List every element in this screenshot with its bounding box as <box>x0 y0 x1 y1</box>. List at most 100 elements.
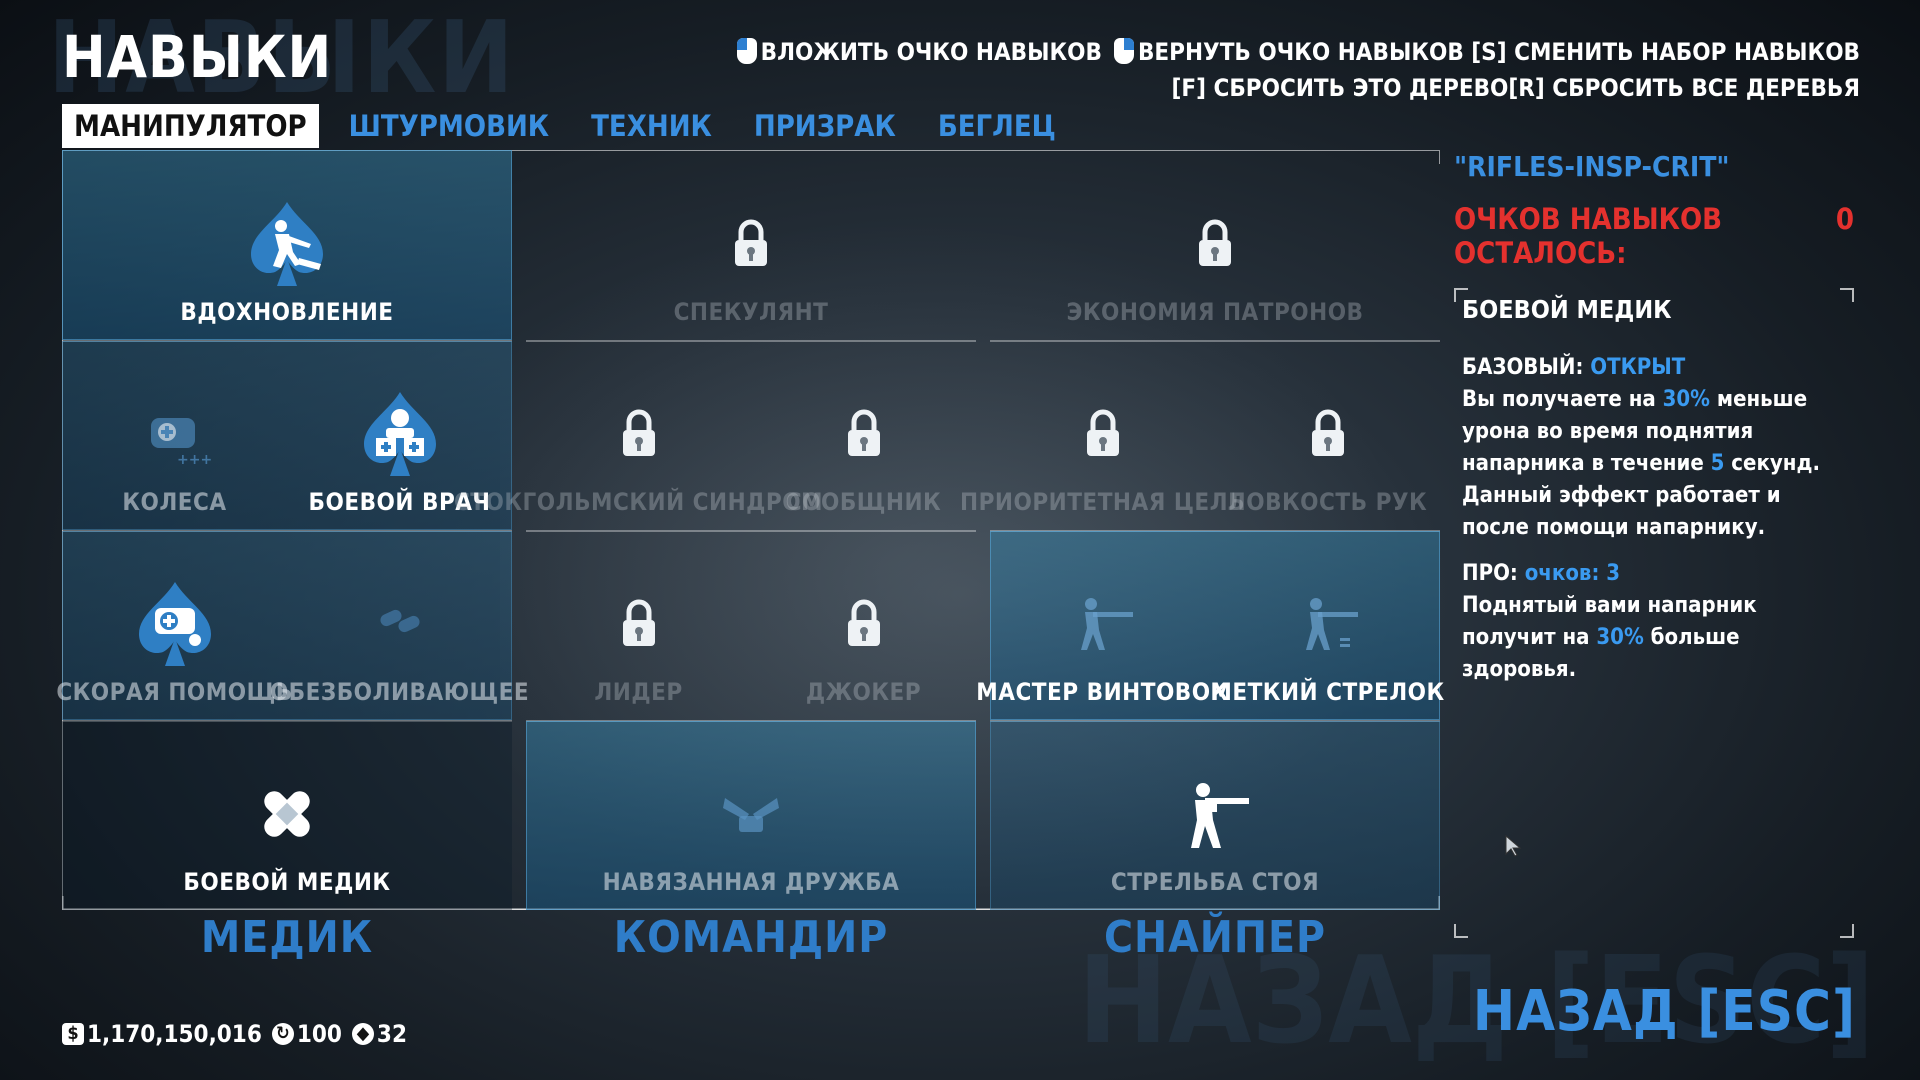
reset-all-hint[interactable]: [R] СБРОСИТЬ ВСЕ ДЕРЕВЬЯ <box>1508 74 1860 102</box>
skill-name: БОЕВОЙ МЕДИК <box>183 868 391 896</box>
skill-name: ЛОВКОСТЬ РУК <box>1227 488 1428 516</box>
tree-label-sharpshooter: СНАЙПЕР <box>1103 912 1327 963</box>
skill-combat-doctor[interactable]: БОЕВОЙ ВРАЧ <box>287 341 512 530</box>
pro-description: Поднятый вами напарник получит на 30% бо… <box>1462 590 1854 686</box>
lock-icon <box>818 578 910 670</box>
lock-icon <box>1169 198 1261 290</box>
tree-controller: СПЕКУЛЯНТ СТОКГОЛЬМСКИЙ СИНДРОМ СООБЩНИК… <box>454 150 976 910</box>
bandage-icon <box>241 768 333 860</box>
svg-text:+++: +++ <box>177 452 212 468</box>
skill-name: ВДОХНОВЛЕНИЕ <box>180 298 394 326</box>
skill-name: МЕТКИЙ СТРЕЛОК <box>1210 678 1445 706</box>
skill-trees-area: ВДОХНОВЛЕНИЕ +++ КОЛЕСА <box>56 150 1444 963</box>
mouse-cursor-icon <box>1505 834 1522 857</box>
controls-row-2: [F] СБРОСИТЬ ЭТО ДЕРЕВО[R] СБРОСИТЬ ВСЕ … <box>725 70 1861 106</box>
combat-doctor-icon <box>354 388 446 480</box>
painkiller-icon <box>354 578 446 670</box>
skill-name: НАВЯЗАННАЯ ДРУЖБА <box>602 868 900 896</box>
forced-friendship-icon <box>705 768 797 860</box>
money-value: 1,170,150,016 <box>87 1020 262 1048</box>
skill-name: СООБЩНИК <box>785 488 942 516</box>
skill-marksman[interactable]: МЕТКИЙ СТРЕЛОК <box>1210 531 1444 720</box>
tier-3-bg <box>990 531 1440 720</box>
tab-fugitive[interactable]: БЕГЛЕЦ <box>937 109 1056 143</box>
tier-divider <box>526 340 976 342</box>
wheels-icon: +++ <box>129 388 221 480</box>
lock-icon <box>818 388 910 480</box>
skill-name: ЛИДЕР <box>594 678 683 706</box>
skill-ammo-efficiency[interactable]: ЭКОНОМИЯ ПАТРОНОВ <box>990 150 1440 340</box>
basic-header: БАЗОВЫЙ: ОТКРЫТ <box>1462 352 1854 384</box>
skill-priority-target[interactable]: ПРИОРИТЕТНАЯ ЦЕЛЬ <box>960 341 1245 530</box>
skill-joker[interactable]: ДЖОКЕР <box>751 531 976 720</box>
page-title: НАВЫКИ <box>62 23 333 91</box>
skill-name: СКОРАЯ ПОМОЩЬ <box>56 678 293 706</box>
skill-class-tabs: МАНИПУЛЯТОР ШТУРМОВИК ТЕХНИК ПРИЗРАК БЕГ… <box>62 104 1086 148</box>
pro-cost: очков: 3 <box>1524 561 1621 586</box>
build-name: "RIFLES-INSP-CRIT" <box>1454 150 1730 183</box>
skill-partner[interactable]: СООБЩНИК <box>751 341 976 530</box>
refund-point-hint[interactable]: ВЕРНУТЬ ОЧКО НАВЫКОВ <box>1137 38 1464 66</box>
skill-leader[interactable]: ЛИДЕР <box>526 531 751 720</box>
skill-sleight-of-hand[interactable]: ЛОВКОСТЬ РУК <box>1215 341 1440 530</box>
skill-name: ОБЕЗБОЛИВАЮЩЕЕ <box>269 678 530 706</box>
tier-divider <box>990 720 1440 722</box>
tier-2-bg <box>62 341 512 530</box>
lock-icon <box>593 578 685 670</box>
frame-corner <box>1454 924 1468 938</box>
invest-point-hint[interactable]: ВЛОЖИТЬ ОЧКО НАВЫКОВ <box>760 38 1102 66</box>
lock-icon <box>705 198 797 290</box>
dollar-icon: $ <box>62 1023 84 1045</box>
skill-stockholm[interactable]: СТОКГОЛЬМСКИЙ СИНДРОМ <box>454 341 823 530</box>
basic-text-2: меньше урона во время поднятия напарника… <box>1462 387 1808 476</box>
mouse-left-icon <box>736 38 757 64</box>
sharpshooter-icon <box>1282 578 1374 670</box>
inspire-icon <box>241 198 333 290</box>
skill-painkiller[interactable]: ОБЕЗБОЛИВАЮЩЕЕ <box>270 531 529 720</box>
skill-name: СПЕКУЛЯНТ <box>673 298 829 326</box>
mouse-right-icon <box>1113 38 1134 64</box>
basic-description: Вы получаете на 30% меньше урона во врем… <box>1462 384 1854 544</box>
back-button[interactable]: НАЗАД [ESC] <box>1472 979 1856 1044</box>
points-value: 0 <box>1835 202 1854 236</box>
skill-combat-medic[interactable]: БОЕВОЙ МЕДИК <box>62 721 512 910</box>
basic-text-3: секунд. Данный эффект работает и после п… <box>1462 451 1820 540</box>
skill-title: БОЕВОЙ МЕДИК <box>1462 295 1672 324</box>
tree-label-medic: МЕДИК <box>200 912 374 963</box>
tree-label-controller: КОМАНДИР <box>613 912 889 963</box>
first-aid-icon <box>129 578 221 670</box>
pro-pct: 30% <box>1596 625 1644 650</box>
basic-status: ОТКРЫТ <box>1590 355 1686 380</box>
skill-inspire[interactable]: ВДОХНОВЛЕНИЕ <box>62 150 512 340</box>
skill-dealer[interactable]: СПЕКУЛЯНТ <box>526 150 976 340</box>
points-count: 32 <box>376 1020 407 1048</box>
lock-icon <box>593 388 685 480</box>
frame-corner <box>1840 288 1854 302</box>
controls-row-1: ВЛОЖИТЬ ОЧКО НАВЫКОВ ВЕРНУТЬ ОЧКО НАВЫКОВ… <box>725 34 1860 70</box>
rifleman-icon <box>1057 578 1149 670</box>
skill-stable-shot[interactable]: СТРЕЛЬБА СТОЯ <box>990 721 1440 910</box>
skill-forced-friendship[interactable]: НАВЯЗАННАЯ ДРУЖБА <box>526 721 976 910</box>
tab-enforcer[interactable]: ШТУРМОВИК <box>348 109 550 143</box>
skill-name: КОЛЕСА <box>122 488 227 516</box>
skill-points-remaining: ОЧКОВ НАВЫКОВ ОСТАЛОСЬ: 0 <box>1454 202 1854 270</box>
skill-wheels[interactable]: +++ КОЛЕСА <box>62 341 287 530</box>
tab-ghost[interactable]: ПРИЗРАК <box>753 109 896 143</box>
skill-name: СТОКГОЛЬМСКИЙ СИНДРОМ <box>453 488 824 516</box>
skill-name: СТРЕЛЬБА СТОЯ <box>1110 868 1320 896</box>
tab-mastermind[interactable]: МАНИПУЛЯТОР <box>62 104 319 148</box>
skill-info-panel: "RIFLES-INSP-CRIT" ОЧКОВ НАВЫКОВ ОСТАЛОС… <box>1454 150 1854 938</box>
skill-first-aid[interactable]: СКОРАЯ ПОМОЩЬ <box>56 531 292 720</box>
currency-bar: $1,170,150,016 ↻100 ◆32 <box>62 1020 417 1048</box>
pro-label: ПРО: <box>1462 561 1518 586</box>
switch-set-hint[interactable]: [S] СМЕНИТЬ НАБОР НАВЫКОВ <box>1471 38 1860 66</box>
pro-text-1: Поднятый вами напарник получит на <box>1462 593 1757 650</box>
reset-tree-hint[interactable]: [F] СБРОСИТЬ ЭТО ДЕРЕВО <box>1171 74 1509 102</box>
skill-description-box: БОЕВОЙ МЕДИК БАЗОВЫЙ: ОТКРЫТ Вы получает… <box>1454 288 1854 938</box>
title-watermark: НАВЫКИ <box>48 0 516 116</box>
skill-rifleman[interactable]: МАСТЕР ВИНТОВОК <box>976 531 1228 720</box>
tier-divider <box>62 530 512 532</box>
tier-divider <box>526 530 976 532</box>
controls-legend: ВЛОЖИТЬ ОЧКО НАВЫКОВ ВЕРНУТЬ ОЧКО НАВЫКОВ… <box>725 34 1860 106</box>
tab-technician[interactable]: ТЕХНИК <box>591 109 712 143</box>
